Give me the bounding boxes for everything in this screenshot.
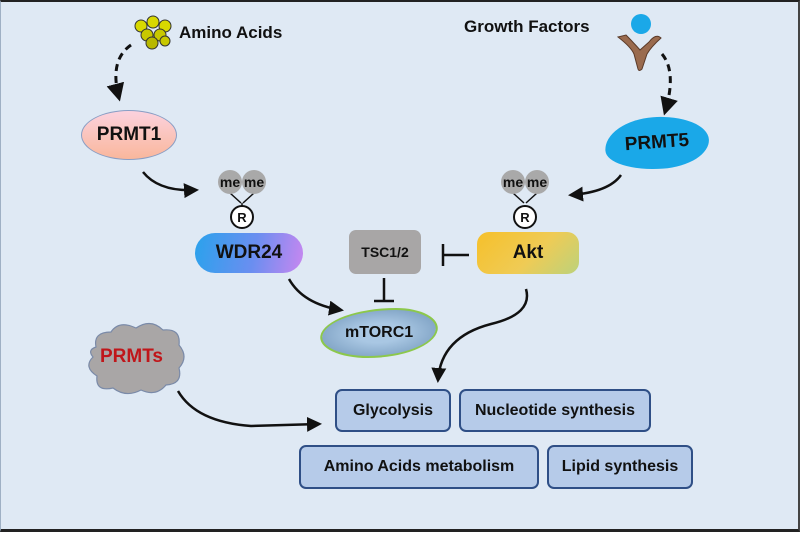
arrow-wdr24-to-mtorc1 <box>287 278 344 316</box>
prmts-label: PRMTs <box>100 346 163 367</box>
methyl-group-badge: me <box>242 170 266 194</box>
prmt1-node: PRMT1 <box>81 110 177 160</box>
methyl-group-badge: me <box>218 170 242 194</box>
prmt5-label: PRMT5 <box>624 129 690 156</box>
dashed-arrow-amino-to-prmt1 <box>106 43 132 102</box>
mtorc1-label: mTORC1 <box>344 324 414 341</box>
arrow-prmts-to-metabolism <box>176 390 322 432</box>
prmts-cloud-shape <box>88 322 185 395</box>
amino-acid-cluster-icon <box>134 15 172 50</box>
tsc-node: TSC1/2 <box>349 230 421 274</box>
amino-acids-label: Amino Acids <box>179 23 283 42</box>
growth-factors-label: Growth Factors <box>464 17 590 36</box>
arginine-residue-badge: R <box>513 205 537 229</box>
prmt1-label: PRMT1 <box>96 124 162 145</box>
output-amino-acids-metabolism: Amino Acids metabolism <box>299 445 539 489</box>
arrow-prmt1-to-wdr24 <box>142 171 199 199</box>
output-lipid-synthesis: Lipid synthesis <box>547 445 693 489</box>
arginine-residue-badge: R <box>230 205 254 229</box>
wdr24-node: WDR24 <box>195 233 303 273</box>
akt-label: Akt <box>512 242 544 263</box>
wdr24-label: WDR24 <box>215 242 283 263</box>
output-nucleotide-synthesis: Nucleotide synthesis <box>459 389 651 432</box>
growth-factor-receptor-icon <box>616 14 662 71</box>
methyl-group-badge: me <box>525 170 549 194</box>
dashed-arrow-gf-to-prmt5 <box>660 53 678 116</box>
output-glycolysis: Glycolysis <box>335 389 451 432</box>
akt-node: Akt <box>477 232 579 274</box>
tsc-label: TSC1/2 <box>361 244 409 260</box>
arrow-akt-to-metabolism <box>431 288 529 383</box>
arrow-prmt5-to-akt <box>568 174 623 202</box>
methyl-group-badge: me <box>501 170 525 194</box>
